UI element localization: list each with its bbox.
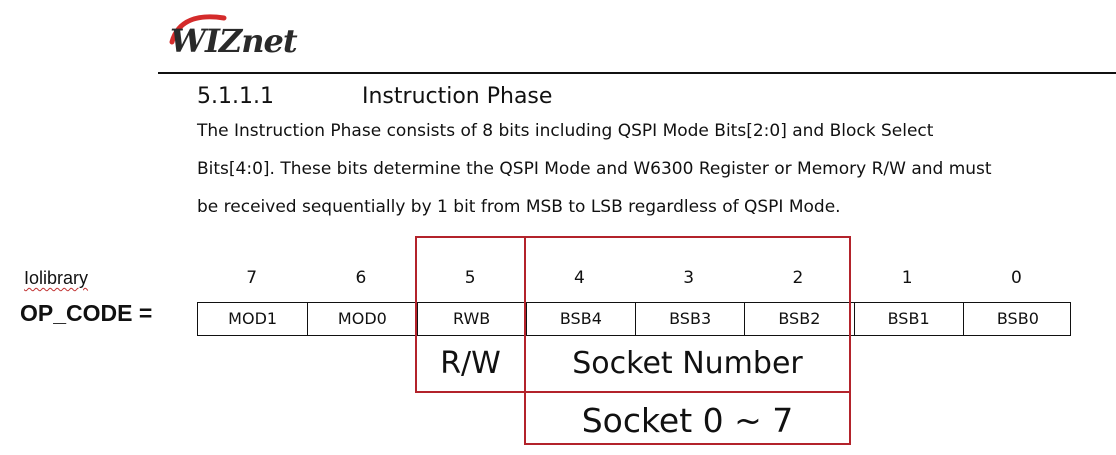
- paragraph-line-2: Bits[4:0]. These bits determine the QSPI…: [197, 159, 992, 179]
- paragraph-line-1: The Instruction Phase consists of 8 bits…: [197, 121, 934, 141]
- bit-number: 5: [464, 268, 476, 288]
- bit-field-cell: BSB4: [525, 303, 635, 335]
- bit-number: 3: [683, 268, 695, 288]
- bit-field-cell: BSB2: [744, 303, 853, 335]
- bit-number: 0: [1010, 268, 1022, 288]
- bit-number: 6: [355, 268, 367, 288]
- bit-field-cell: RWB: [416, 303, 526, 335]
- bit-field-cell: BSB3: [635, 303, 744, 335]
- socket-range-annotation: Socket 0 ~ 7: [581, 401, 794, 440]
- section-number: 5.1.1.1: [197, 84, 274, 109]
- bit-number: 1: [901, 268, 913, 288]
- bit-field-cell: MOD0: [307, 303, 416, 335]
- opcode-bit-table: MOD1 MOD0 RWB BSB4 BSB3 BSB2 BSB1 BSB0: [197, 302, 1071, 336]
- socket-range-box: [524, 391, 851, 445]
- wiznet-logo: WIZnet: [170, 22, 298, 60]
- bit-number: 4: [573, 268, 585, 288]
- paragraph-line-3: be received sequentially by 1 bit from M…: [197, 197, 841, 217]
- iolibrary-label: Iolibrary: [24, 268, 89, 288]
- socket-number-annotation: Socket Number: [572, 346, 803, 381]
- bit-number-row: 7 6 5 4 3 2 1 0: [197, 268, 1071, 294]
- wiznet-logo-swoosh-icon: [169, 14, 227, 45]
- bit-field-cell: BSB0: [962, 303, 1072, 335]
- rw-annotation: R/W: [440, 346, 501, 381]
- bit-number: 2: [792, 268, 804, 288]
- bit-field-cell: BSB1: [853, 303, 963, 335]
- opcode-label: OP_CODE =: [20, 300, 153, 326]
- section-title: Instruction Phase: [362, 84, 553, 109]
- bit-number: 7: [246, 268, 258, 288]
- bit-field-cell: MOD1: [228, 309, 278, 328]
- header-divider: [158, 72, 1116, 74]
